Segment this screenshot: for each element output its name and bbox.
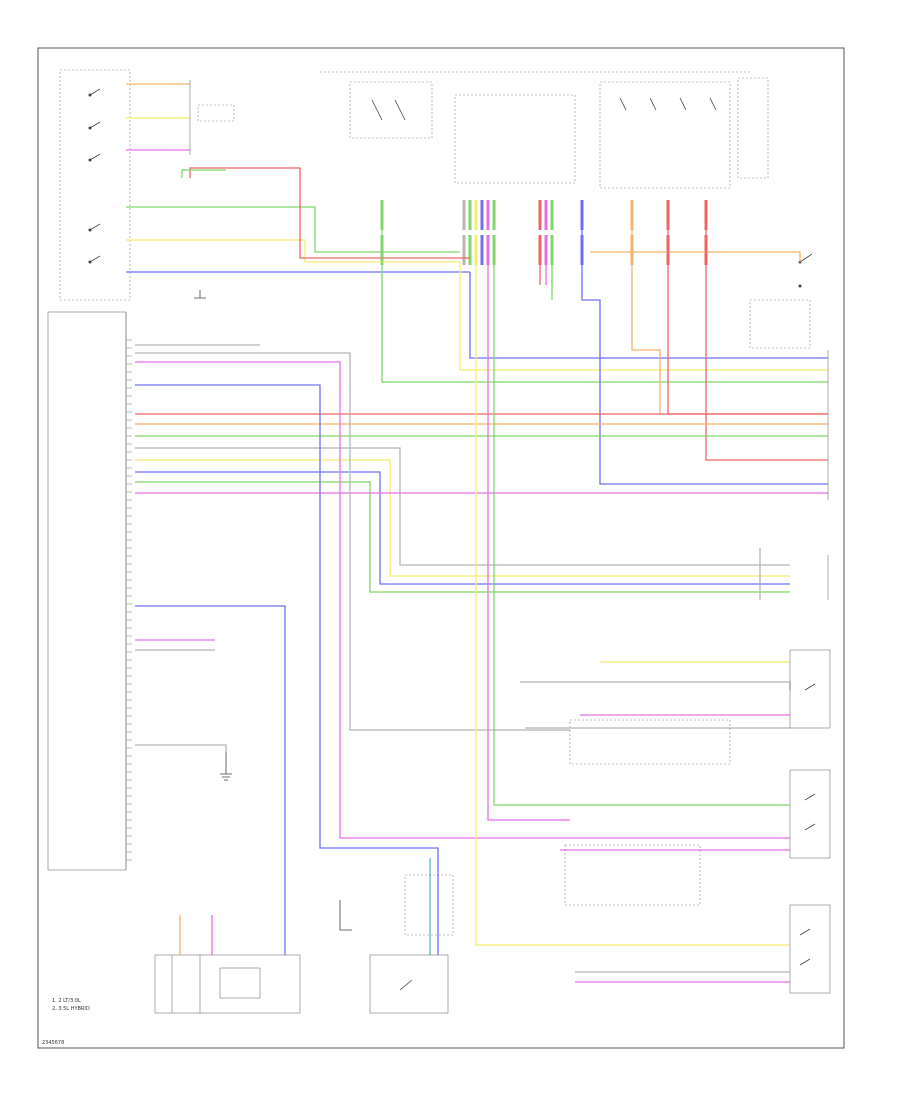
wire bbox=[520, 681, 791, 690]
wire bbox=[135, 459, 790, 577]
legend: 1. 2 LT/3.0L 2. 3.5L HYBRID bbox=[52, 998, 90, 1012]
wire bbox=[590, 251, 801, 262]
right-door-switches bbox=[564, 649, 831, 994]
wire bbox=[135, 361, 790, 839]
legend-item-1: 1. 2 LT/3.0L bbox=[52, 998, 81, 1004]
wire bbox=[135, 447, 790, 566]
wire bbox=[135, 384, 439, 955]
wire bbox=[135, 352, 570, 731]
wire bbox=[135, 605, 286, 955]
wire bbox=[126, 239, 460, 263]
center-connector-stripes bbox=[380, 200, 708, 265]
legend-item-2: 2. 3.5L HYBRID bbox=[52, 1006, 90, 1012]
bottom-center-switch bbox=[339, 874, 454, 1014]
top-left-switch-group bbox=[59, 69, 131, 301]
wire bbox=[381, 230, 828, 383]
bottom-left-module bbox=[154, 954, 301, 1014]
lf-door-switch-box bbox=[789, 769, 831, 859]
wire bbox=[135, 481, 790, 593]
figure-id: 2345678 bbox=[42, 1040, 64, 1046]
wire bbox=[493, 265, 790, 806]
body-control-module bbox=[47, 311, 132, 871]
wire bbox=[487, 265, 570, 821]
wire bbox=[667, 230, 828, 415]
module-pin-ticks bbox=[126, 339, 132, 861]
wire bbox=[469, 272, 828, 359]
top-center-fuse-area bbox=[320, 71, 769, 189]
wire bbox=[189, 167, 470, 259]
wire bbox=[126, 206, 460, 253]
top-left-connector bbox=[126, 80, 235, 155]
bottom-ground bbox=[194, 290, 232, 781]
wire-harness bbox=[126, 167, 828, 983]
top-right-switch bbox=[749, 253, 813, 349]
wire bbox=[135, 471, 790, 585]
wire bbox=[631, 230, 661, 414]
wire bbox=[459, 262, 828, 371]
wire bbox=[581, 230, 828, 485]
wire bbox=[705, 230, 828, 461]
wire bbox=[181, 169, 226, 178]
wire bbox=[475, 265, 790, 946]
diagram-frame bbox=[37, 47, 845, 1049]
rr-door-switch-box bbox=[789, 904, 831, 994]
rf-door-switch-box bbox=[789, 649, 831, 729]
wire bbox=[135, 744, 227, 752]
